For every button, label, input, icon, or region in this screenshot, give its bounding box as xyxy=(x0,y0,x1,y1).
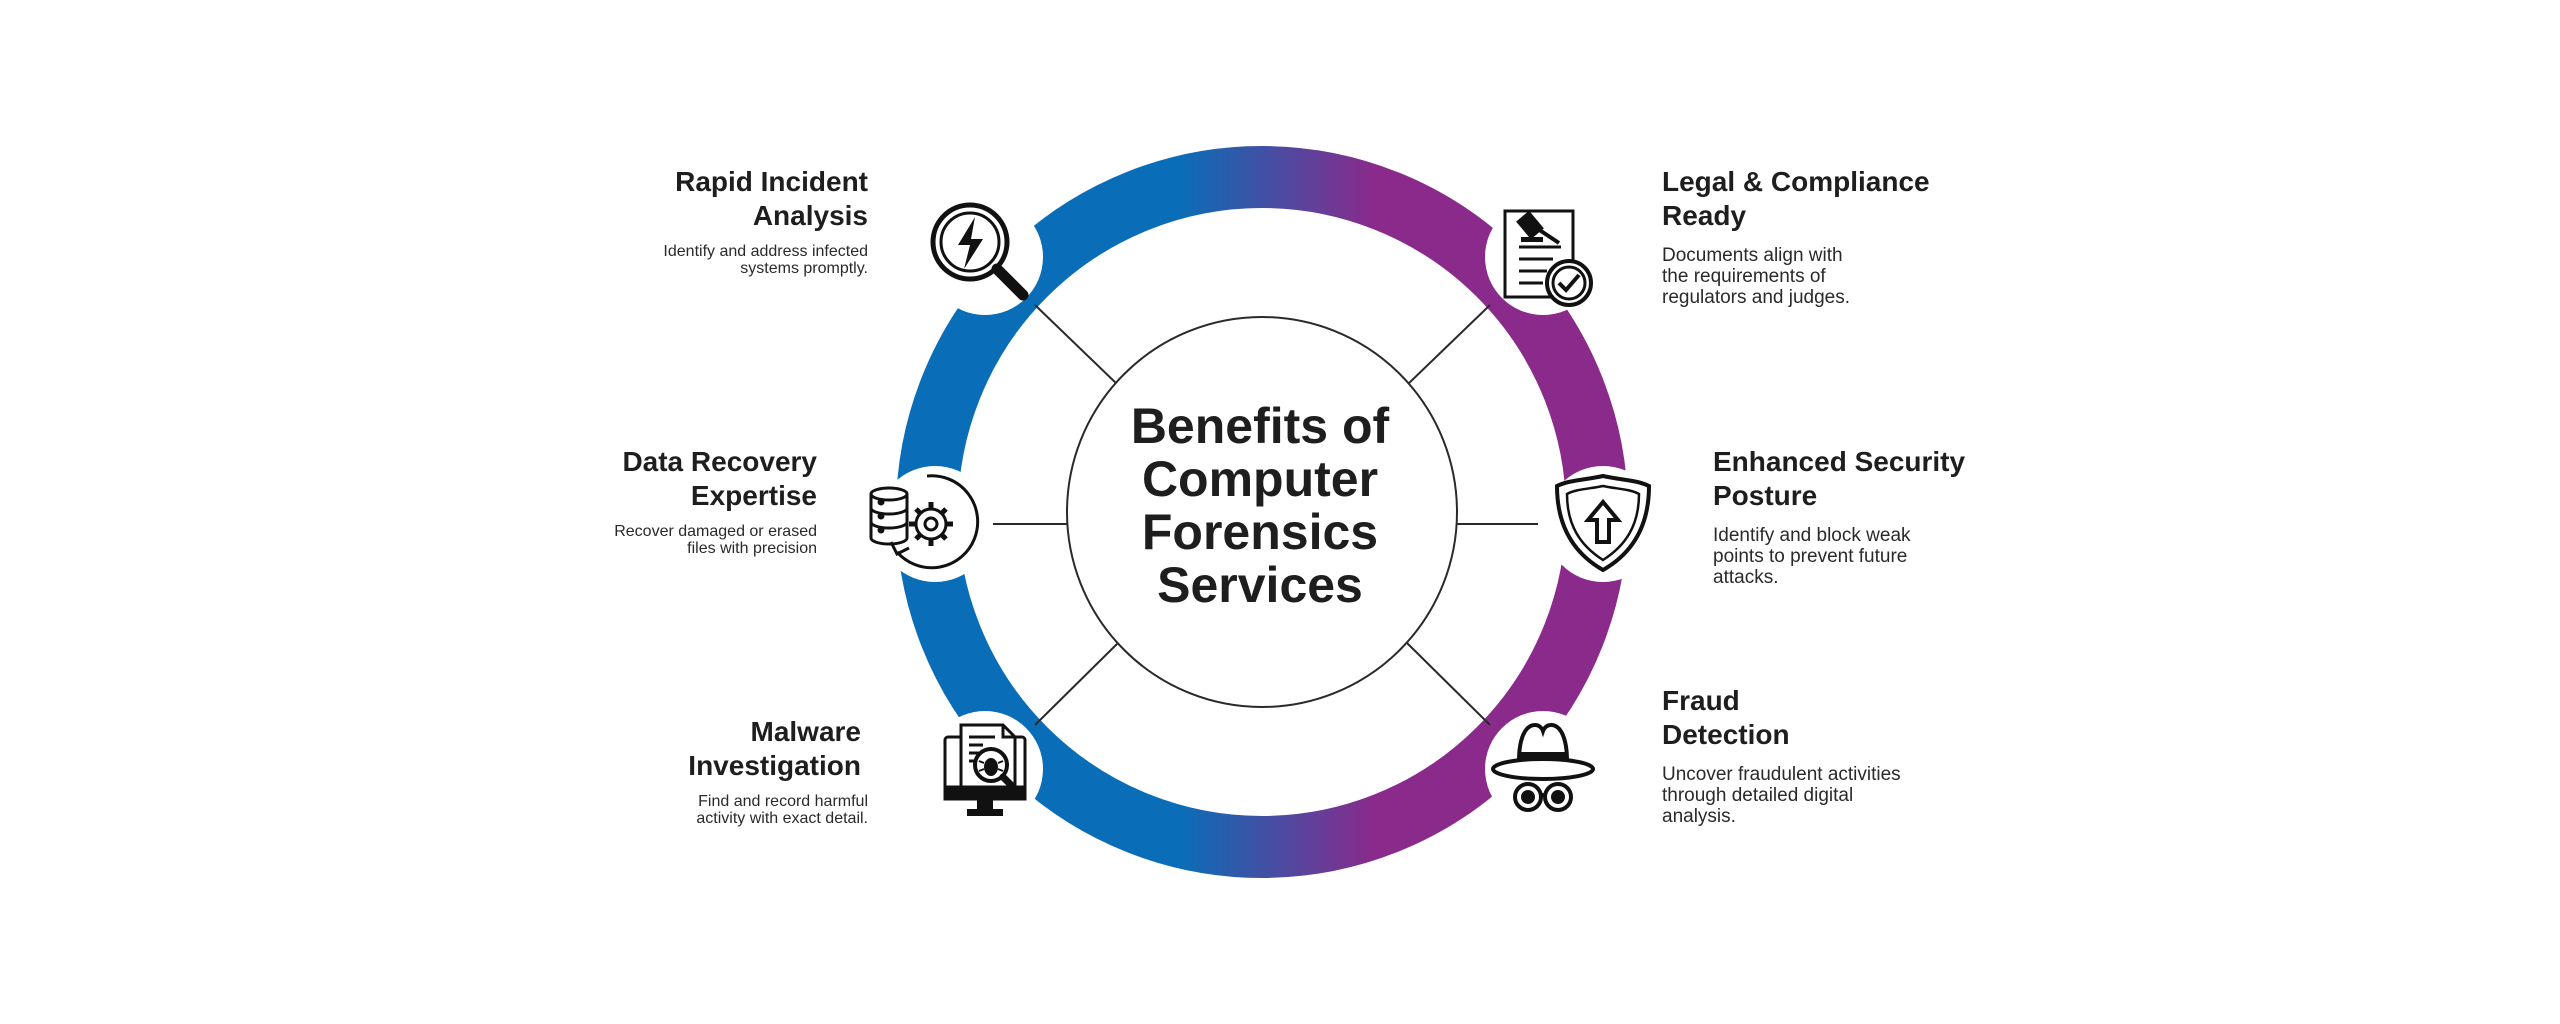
benefit-title-line: Detection xyxy=(1662,719,1790,750)
center-title-line: Computer xyxy=(1141,451,1379,507)
benefit-rapid-incident-analysis: Rapid Incident Analysis Identify and add… xyxy=(548,165,868,277)
benefit-desc-line: points to prevent future xyxy=(1713,546,1908,567)
benefit-desc-line: files with precision xyxy=(687,540,817,557)
monitor-bug-icon xyxy=(943,723,1027,816)
benefit-title: Enhanced Security Posture xyxy=(1713,445,2073,513)
benefit-title-line: Legal & Compliance xyxy=(1662,166,1930,197)
center-title-line: Forensics xyxy=(1141,504,1379,560)
benefit-desc-line: Documents align with xyxy=(1662,245,1843,266)
benefit-title-line: Expertise xyxy=(690,480,817,511)
benefit-desc-line: Recover damaged or erased xyxy=(614,523,817,540)
benefit-desc-line: activity with exact detail. xyxy=(696,810,868,827)
benefit-desc-line: systems promptly. xyxy=(740,260,868,277)
benefit-desc-line: the requirements of xyxy=(1662,266,1826,287)
benefit-title-line: Analysis xyxy=(752,200,868,231)
icon-badge xyxy=(877,466,993,582)
benefit-title-line: Fraud xyxy=(1662,685,1740,716)
spy-hat-icon xyxy=(1491,722,1595,812)
benefit-title-line: Ready xyxy=(1662,200,1747,231)
connector-line xyxy=(1034,642,1119,726)
shield-arrow-icon xyxy=(1554,473,1652,573)
benefit-legal-compliance-ready: Legal & Compliance Ready Documents align… xyxy=(1662,165,2022,308)
benefit-desc-line: Identify and address infected xyxy=(663,243,868,260)
benefit-title-line: Investigation xyxy=(688,750,861,781)
icon-badge xyxy=(1545,466,1661,582)
center-title-line: Benefits of xyxy=(1130,398,1390,454)
benefit-desc-line: through detailed digital xyxy=(1662,785,1854,806)
benefit-title-line: Enhanced Security xyxy=(1713,446,1966,477)
benefit-title: Legal & Compliance Ready xyxy=(1662,165,2022,233)
inner-circle xyxy=(1066,316,1458,708)
benefit-title-line: Posture xyxy=(1713,480,1818,511)
benefit-title-line: Data Recovery xyxy=(622,446,817,477)
benefit-description: Documents align with the requirements of… xyxy=(1662,245,2022,308)
benefit-title: Fraud Detection xyxy=(1662,684,2022,752)
benefit-title: Malware Investigation xyxy=(541,715,861,783)
benefit-title: Data Recovery Expertise xyxy=(497,445,817,513)
center-title-line: Services xyxy=(1157,557,1363,613)
connector-line xyxy=(1406,642,1491,726)
benefit-title-line: Malware xyxy=(750,716,862,747)
connector-lines xyxy=(986,304,1538,726)
connector-line xyxy=(1034,304,1119,386)
benefit-desc-line: Identify and block weak xyxy=(1713,525,1911,546)
benefit-desc-line: analysis. xyxy=(1662,806,1736,827)
benefit-desc-line: regulators and judges. xyxy=(1662,287,1851,308)
benefit-enhanced-security-posture: Enhanced Security Posture Identify and b… xyxy=(1713,445,2073,588)
benefit-title-line: Rapid Incident xyxy=(675,166,868,197)
benefit-desc-line: attacks. xyxy=(1713,567,1779,588)
benefit-fraud-detection: Fraud Detection Uncover fraudulent activ… xyxy=(1662,684,2022,827)
benefit-title: Rapid Incident Analysis xyxy=(548,165,868,233)
benefit-description: Identify and address infected systems pr… xyxy=(548,243,868,277)
benefit-data-recovery-expertise: Data Recovery Expertise Recover damaged … xyxy=(497,445,817,557)
benefit-desc-line: Uncover fraudulent activities xyxy=(1662,764,1901,785)
database-gear-icon xyxy=(869,474,980,570)
benefit-desc-line: Find and record harmful xyxy=(698,793,868,810)
benefit-description: Identify and block weak points to preven… xyxy=(1713,525,2073,588)
gavel-document-icon xyxy=(1503,209,1593,307)
benefit-description: Recover damaged or erased files with pre… xyxy=(497,523,817,557)
benefit-description: Uncover fraudulent activities through de… xyxy=(1662,764,2022,827)
benefit-description: Find and record harmful activity with ex… xyxy=(541,793,868,827)
connector-line xyxy=(1406,304,1491,386)
magnifier-lightning-icon xyxy=(930,202,1029,301)
benefit-malware-investigation: Malware Investigation Find and record ha… xyxy=(541,715,868,827)
center-title: Benefits of Computer Forensics Services xyxy=(1060,400,1460,612)
